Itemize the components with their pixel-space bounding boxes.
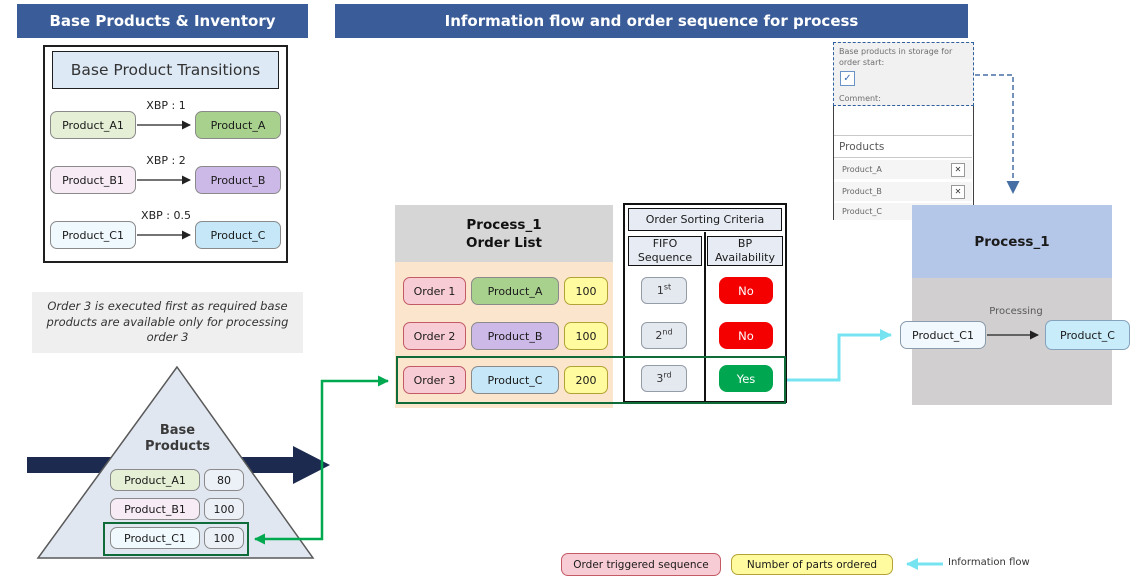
process-input-product-c1: Product_C1 [900, 321, 986, 349]
order2-label: Order 2 [403, 322, 466, 350]
inventory-product-b1: Product_B1 [110, 498, 200, 520]
seq-2nd: 2nd [641, 322, 687, 349]
transition-factor-c: XBP : 0.5 [141, 209, 191, 222]
checkbox-check-icon: ✓ [843, 72, 852, 84]
fifo-line1: FIFO [652, 237, 678, 251]
inventory-highlight-product-c1 [103, 522, 249, 556]
dialog-basestore-section: Base products in storage for order start… [833, 42, 974, 106]
bp-line2: Availability [715, 251, 775, 264]
order3-product: Product_C [471, 366, 559, 394]
transition-from-product-a1: Product_A1 [50, 111, 136, 139]
inventory-product-c1: Product_C1 [110, 527, 200, 549]
comment-label: Comment: [839, 94, 881, 103]
transition-factor-a: XBP : 1 [146, 99, 186, 112]
remove-product-a-button[interactable]: ✕ [951, 162, 965, 177]
process-header: Process_1 [912, 205, 1112, 278]
inventory-qty-b1: 100 [204, 498, 244, 520]
transition-to-product-c: Product_C [195, 221, 281, 249]
inventory-product-a1: Product_A1 [110, 469, 200, 491]
execution-note: Order 3 is executed first as required ba… [32, 292, 303, 353]
process-output-product-c: Product_C [1045, 320, 1130, 350]
transition-from-product-c1: Product_C1 [50, 221, 136, 249]
process-title: Process_1 [974, 233, 1050, 250]
inventory-title-line1: Base [159, 423, 196, 438]
availability-no-2: No [719, 322, 773, 349]
availability-no-1: No [719, 277, 773, 304]
dialog-product-a-label: Product_A [842, 165, 882, 174]
legend-parts-ordered: Number of parts ordered [731, 554, 893, 575]
order2-product: Product_B [471, 322, 559, 350]
transition-to-product-b: Product_B [195, 166, 281, 194]
order-list-header: Process_1 Order List [395, 205, 613, 262]
inventory-qty-c1: 100 [204, 527, 244, 549]
processing-label: Processing [989, 306, 1043, 317]
sorting-table-divider [704, 232, 706, 403]
transition-to-product-a: Product_A [195, 111, 281, 139]
dialog-product-row-b: Product_B ✕ [834, 182, 972, 201]
order1-qty: 100 [564, 277, 608, 305]
order3-qty: 200 [564, 366, 608, 394]
dialog-product-c-label: Product_C [842, 207, 882, 216]
remove-product-b-button[interactable]: ✕ [951, 184, 965, 199]
inventory-qty-a1: 80 [204, 469, 244, 491]
base-products-checkbox[interactable]: ✓ [840, 71, 855, 86]
fifo-line2: Sequence [637, 251, 693, 264]
dialog-products-header: Products [834, 135, 972, 158]
inventory-title-line2: Products [144, 438, 211, 454]
order3-label: Order 3 [403, 366, 466, 394]
left-banner-title: Base Products & Inventory [17, 4, 308, 38]
legend-order-sequence: Order triggered sequence [561, 553, 721, 576]
dialog-product-b-label: Product_B [842, 187, 882, 196]
seq-3rd: 3rd [641, 365, 687, 392]
process-box: Process_1 [912, 205, 1112, 405]
availability-yes-3: Yes [719, 365, 773, 392]
order3-highlight [396, 356, 786, 404]
order-list-title-line2: Order List [465, 235, 543, 252]
order1-label: Order 1 [403, 277, 466, 305]
order1-product: Product_A [471, 277, 559, 305]
comment-input[interactable] [834, 107, 972, 134]
transitions-title: Base Product Transitions [52, 51, 279, 89]
sorting-title: Order Sorting Criteria [628, 208, 782, 231]
dialog-product-row-a: Product_A ✕ [834, 160, 972, 179]
bp-line1: BP [737, 237, 753, 251]
order-list-title-line1: Process_1 [466, 217, 542, 233]
transition-factor-b: XBP : 2 [146, 154, 186, 167]
checkbox-label: Base products in storage for order start… [839, 47, 953, 68]
order2-qty: 100 [564, 322, 608, 350]
transition-from-product-b1: Product_B1 [50, 166, 136, 194]
legend-information-flow-label: Information flow [948, 557, 1030, 568]
inventory-title: Base Products [130, 423, 225, 454]
seq-1st: 1st [641, 277, 687, 304]
main-banner-title: Information flow and order sequence for … [335, 4, 968, 38]
base-products-triangle [36, 365, 315, 559]
